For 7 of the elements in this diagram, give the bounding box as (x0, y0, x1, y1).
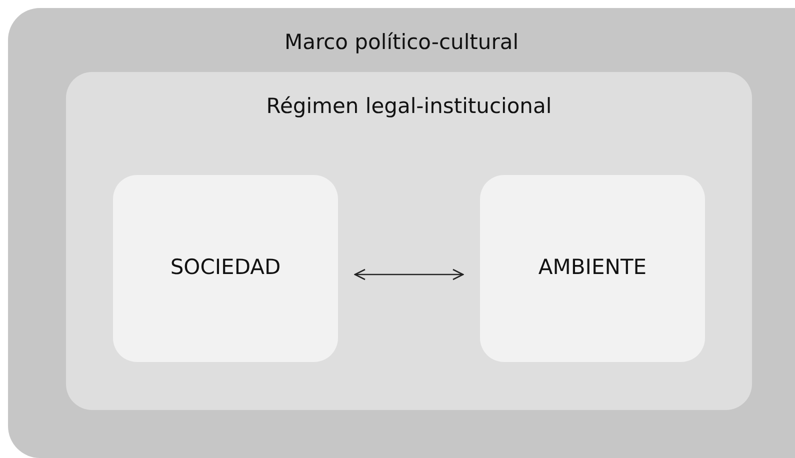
node-label: SOCIEDAD (169, 254, 282, 279)
outer-frame (8, 8, 795, 458)
inner-frame (66, 72, 752, 410)
double-arrow (354, 268, 464, 280)
frame-heading: Régimen legal-institucional (265, 94, 553, 118)
frame-heading: Marco político-cultural (283, 30, 520, 54)
node-label: AMBIENTE (537, 254, 648, 279)
